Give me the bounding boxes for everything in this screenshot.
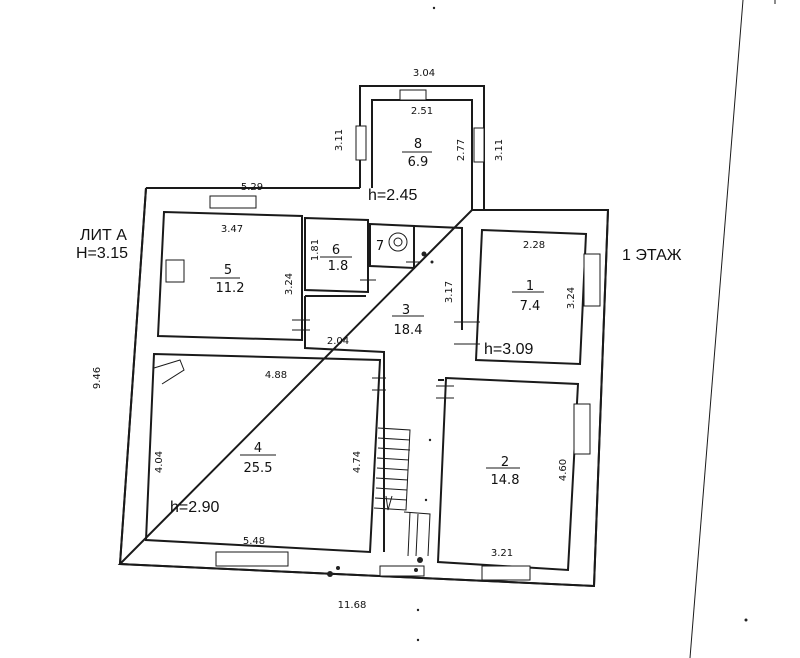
staircase — [373, 427, 431, 557]
dim-annex-top: 3.04 — [413, 68, 435, 79]
dim-r5-height: 3.24 — [284, 273, 295, 295]
room-3-area: 18.4 — [394, 323, 423, 338]
height-main-label: H=3.15 — [76, 245, 128, 262]
room-6-area: 1.8 — [328, 259, 349, 274]
room-2-walls — [436, 376, 580, 572]
lit-label: ЛИТ А — [80, 227, 127, 244]
dim-corridor-width: 2.04 — [327, 336, 349, 347]
dim-annex-right: 3.11 — [494, 139, 505, 161]
room-4-walls — [144, 352, 382, 554]
dim-total-width: 11.68 — [338, 600, 367, 611]
room-3-walls — [304, 225, 463, 552]
dim-r4-left: 4.04 — [154, 451, 165, 473]
room-5-walls — [156, 210, 303, 342]
room-1-walls — [474, 228, 588, 366]
dim-r5-width: 3.47 — [221, 224, 243, 235]
dim-r1-width: 2.28 — [523, 240, 545, 251]
room-5-number: 5 — [224, 263, 232, 278]
dim-r4-right: 4.74 — [352, 451, 363, 473]
dim-bottom-right: 3.21 — [491, 548, 513, 559]
dim-top-left: 5.29 — [241, 182, 263, 193]
room-6-walls — [304, 216, 369, 294]
dim-r3-height: 3.17 — [444, 281, 455, 303]
dim-r1-height: 3.24 — [566, 287, 577, 309]
room8-height: h=2.45 — [368, 187, 417, 204]
windows — [165, 89, 601, 581]
room-8-number: 8 — [414, 137, 422, 152]
dim-annex-inner-right: 2.77 — [456, 139, 467, 161]
dim-r6-height: 1.81 — [310, 239, 321, 261]
area-fraction-lines — [210, 151, 544, 469]
room-1-number: 1 — [526, 279, 534, 294]
floor-label: 1 ЭТАЖ — [622, 247, 682, 264]
room-6-number: 6 — [332, 243, 340, 258]
outer-wall-line — [118, 187, 609, 588]
dim-annex-left: 3.11 — [334, 129, 345, 151]
dim-r2-height: 4.60 — [558, 459, 569, 481]
room-3-number: 3 — [402, 303, 410, 318]
dim-annex-inner-top: 2.51 — [411, 106, 433, 117]
room-8-area: 6.9 — [408, 155, 429, 170]
room1-height: h=3.09 — [484, 341, 533, 358]
sheet-border-line — [689, 0, 744, 658]
room4-height: h=2.90 — [170, 499, 219, 516]
room-2-number: 2 — [501, 455, 509, 470]
room-5-area: 11.2 — [216, 281, 245, 296]
room-4-area: 25.5 — [244, 461, 273, 476]
room-7-walls — [369, 222, 415, 270]
scan-noise — [327, 6, 748, 642]
room-7-number: 7 — [376, 239, 384, 254]
dim-r4-width: 4.88 — [265, 370, 287, 381]
door-marks — [292, 261, 480, 399]
dim-bottom-left: 5.48 — [243, 536, 265, 547]
room-2-area: 14.8 — [491, 473, 520, 488]
room-1-area: 7.4 — [520, 299, 541, 314]
dim-total-height: 9.46 — [92, 367, 103, 389]
room-4-number: 4 — [254, 441, 262, 456]
